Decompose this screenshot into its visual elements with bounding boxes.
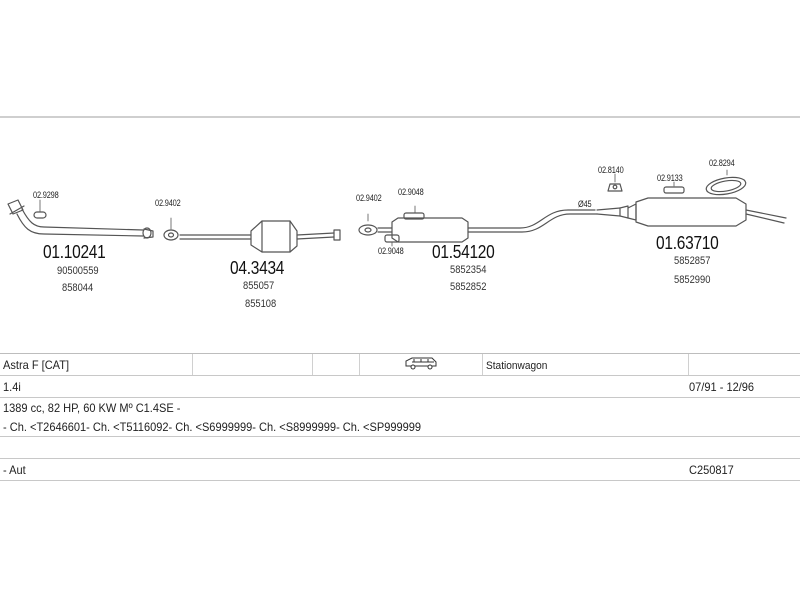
oem-ref-front-2: 858044: [62, 282, 94, 294]
table-row: - Aut C250817: [0, 458, 800, 481]
chassis-ranges: - Ch. <T2646601- Ch. <T5116092- Ch. <S69…: [3, 419, 422, 434]
engine-cell: 1.4i: [0, 375, 689, 398]
car-icon: [404, 356, 438, 373]
fitting-code-rear-2: 02.9133: [657, 173, 683, 183]
empty-cell: [688, 354, 800, 376]
oem-ref-mid-2: 5852852: [450, 281, 487, 293]
fitting-code-front: 02.9298: [33, 190, 59, 200]
fitting-code-mid-3: 02.9048: [378, 246, 404, 256]
vehicle-spec-table: Astra F [CAT] Stationwagon 1.4i 07/91 - …: [0, 354, 800, 481]
middle-silencer[interactable]: [377, 209, 598, 243]
fitting-code-cat: 02.9402: [155, 198, 181, 208]
spec-cell: 1389 cc, 82 HP, 60 KW Mº C1.4SE -: [0, 398, 800, 418]
hanger-02-9133[interactable]: [663, 181, 685, 194]
empty-cell: [312, 354, 360, 376]
catalog-code-cell: C250817: [688, 458, 800, 481]
part-code-middle-silencer[interactable]: 01.54120: [432, 242, 495, 262]
oem-ref-rear-2: 5852990: [674, 274, 711, 286]
vehicle-model: Astra F [CAT]: [3, 357, 70, 372]
production-years: 07/91 - 12/96: [688, 379, 754, 394]
table-row: - Ch. <T2646601- Ch. <T5116092- Ch. <S69…: [0, 417, 800, 437]
transmission: - Aut: [3, 462, 26, 477]
clamp-02-9298[interactable]: [33, 199, 47, 219]
oem-ref-cat-2: 855108: [245, 298, 277, 310]
fitting-code-mid-1: 02.9402: [356, 193, 382, 203]
catalog-code: C250817: [688, 462, 734, 477]
part-code-rear-silencer[interactable]: 01.63710: [656, 233, 719, 253]
fitting-code-rear-1: 02.8140: [598, 165, 624, 175]
transmission-cell: - Aut: [0, 458, 689, 481]
hanger-02-8140[interactable]: [607, 173, 623, 192]
rear-silencer[interactable]: [596, 197, 787, 227]
body-icon-cell: [359, 354, 483, 376]
part-code-front-pipe[interactable]: 01.10241: [43, 242, 106, 262]
clamp-02-9402-b[interactable]: [358, 213, 378, 236]
top-border: [0, 116, 800, 118]
table-row: 1.4i 07/91 - 12/96: [0, 375, 800, 398]
front-pipe[interactable]: [7, 199, 154, 239]
empty-cell: [192, 354, 313, 376]
gasket-02-8294[interactable]: [705, 169, 747, 197]
pipe-diameter-label: Ø45: [578, 199, 592, 209]
table-row: Astra F [CAT] Stationwagon: [0, 354, 800, 376]
oem-ref-cat-1: 855057: [243, 280, 275, 292]
oem-ref-rear-1: 5852857: [674, 255, 711, 267]
table-top-border: [0, 353, 800, 354]
model-cell: Astra F [CAT]: [0, 354, 193, 376]
fitting-code-rear-3: 02.8294: [709, 158, 735, 168]
engine-name: 1.4i: [3, 379, 21, 394]
chassis-cell: - Ch. <T2646601- Ch. <T5116092- Ch. <S69…: [0, 417, 800, 437]
catalytic-converter[interactable]: [179, 220, 341, 253]
part-code-catalyst[interactable]: 04.3434: [230, 258, 285, 278]
oem-ref-mid-1: 5852354: [450, 264, 487, 276]
years-cell: 07/91 - 12/96: [688, 375, 800, 398]
hanger-02-9048-a[interactable]: [403, 205, 425, 220]
clamp-02-9402-a[interactable]: [163, 217, 179, 241]
body-type-cell: Stationwagon: [482, 354, 689, 376]
table-row: [0, 436, 800, 459]
body-type: Stationwagon: [486, 359, 548, 372]
engine-spec: 1389 cc, 82 HP, 60 KW Mº C1.4SE -: [3, 400, 181, 415]
empty-cell: [0, 436, 800, 459]
exhaust-diagram: 02.9298 01.10241 90500559 858044 02.9402…: [0, 118, 800, 354]
exhaust-drawing: [7, 169, 787, 253]
oem-ref-front-1: 90500559: [57, 265, 99, 277]
fitting-code-mid-2: 02.9048: [398, 187, 424, 197]
table-row: 1389 cc, 82 HP, 60 KW Mº C1.4SE -: [0, 398, 800, 418]
